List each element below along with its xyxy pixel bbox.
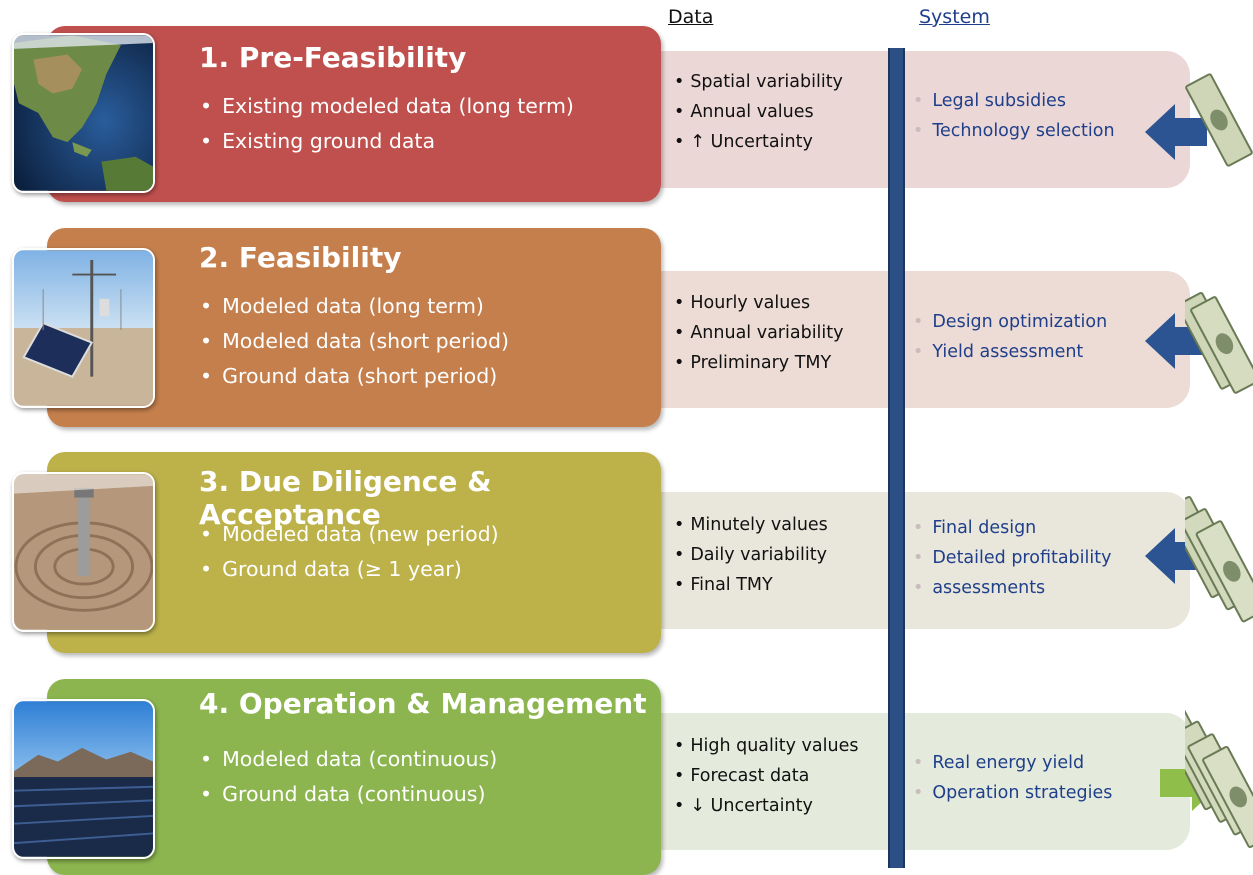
phase-2-bullet: Modeled data (long term) <box>200 289 509 324</box>
system-item: Yield assessment <box>913 337 1107 367</box>
phase-3-bullets: Modeled data (new period) Ground data (≥… <box>200 517 499 587</box>
money-icon <box>1185 496 1253 623</box>
phase-2-bullet: Ground data (short period) <box>200 359 509 394</box>
data-item: ↑ Uncertainty <box>674 127 843 157</box>
phase-3-data-list: Minutely values Daily variability Final … <box>674 510 828 600</box>
system-item-continued: assessments <box>913 573 1111 603</box>
solar-field-image <box>12 699 155 859</box>
phase-1-title: 1. Pre-Feasibility <box>199 41 467 74</box>
data-item: Final TMY <box>674 570 828 600</box>
data-item: Minutely values <box>674 510 827 540</box>
data-system-divider <box>888 48 905 868</box>
phase-4-data-list: High quality values Forecast data ↓ Unce… <box>674 731 858 821</box>
phase-4-bullet: Modeled data (continuous) <box>200 742 497 777</box>
system-column-header: System <box>919 6 990 28</box>
data-item: High quality values <box>674 731 858 761</box>
phase-4-bullets: Modeled data (continuous) Ground data (c… <box>200 742 497 812</box>
left-arrow-icon <box>1145 104 1207 160</box>
data-column-header: Data <box>668 6 714 28</box>
system-item: Detailed profitability <box>913 543 1111 573</box>
phase-2-bullet: Modeled data (short period) <box>200 324 509 359</box>
data-item: Preliminary TMY <box>674 348 844 378</box>
phase-4-bullet: Ground data (continuous) <box>200 777 497 812</box>
system-item: Legal subsidies <box>913 86 1115 116</box>
system-item: Real energy yield <box>913 748 1112 778</box>
money-icon <box>1185 708 1253 848</box>
data-item: Hourly values <box>674 288 844 318</box>
money-icon <box>1185 292 1253 394</box>
tower-field-image <box>12 472 155 632</box>
phase-1-bullet: Existing ground data <box>200 124 574 159</box>
phase-1-system-list: Legal subsidies Technology selection <box>913 86 1115 146</box>
system-item: Design optimization <box>913 307 1107 337</box>
phase-3-bullet: Ground data (≥ 1 year) <box>200 552 499 587</box>
phase-1-data-list: Spatial variability Annual values ↑ Unce… <box>674 67 843 157</box>
globe-map-image <box>12 33 155 193</box>
phase-3-bullet: Modeled data (new period) <box>200 517 499 552</box>
phase-2-system-list: Design optimization Yield assessment <box>913 307 1107 367</box>
phase-3-system-list: Final design Detailed profitability asse… <box>913 513 1111 603</box>
data-item: Spatial variability <box>674 67 843 97</box>
weather-station-image <box>12 248 155 408</box>
data-item: Annual variability <box>674 318 843 348</box>
data-item: ↓ Uncertainty <box>674 791 858 821</box>
system-item: Final design <box>913 513 1111 543</box>
system-item: Operation strategies <box>913 778 1112 808</box>
system-item: Technology selection <box>913 116 1114 146</box>
phase-2-bullets: Modeled data (long term) Modeled data (s… <box>200 289 509 394</box>
phase-4-system-list: Real energy yield Operation strategies <box>913 748 1112 808</box>
data-item: Forecast data <box>674 761 858 791</box>
phase-4-title: 4. Operation & Management <box>199 687 647 720</box>
phase-1-bullets: Existing modeled data (long term) Existi… <box>200 89 574 159</box>
phase-2-data-list: Hourly values Annual variability Prelimi… <box>674 288 844 378</box>
phase-2-title: 2. Feasibility <box>199 241 402 274</box>
money-icon <box>1185 73 1253 167</box>
data-item: Daily variability <box>674 540 828 570</box>
phase-1-bullet: Existing modeled data (long term) <box>200 89 574 124</box>
data-item: Annual values <box>674 97 843 127</box>
